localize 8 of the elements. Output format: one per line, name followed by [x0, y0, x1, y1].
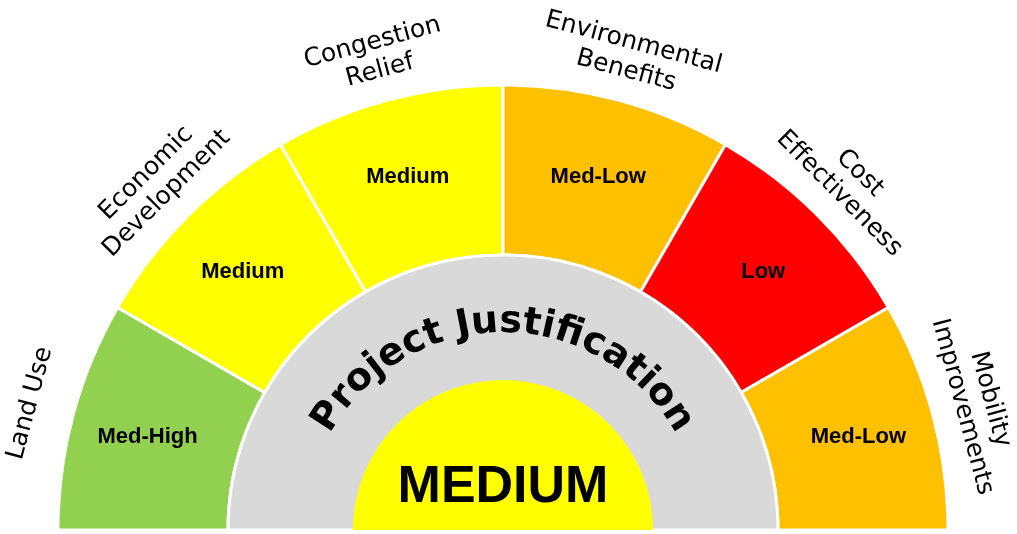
rating-label: Med-High [97, 422, 198, 448]
rating-label: Medium [366, 162, 450, 188]
category-label: Land Use [0, 343, 58, 463]
rating-label: Med-Low [550, 162, 646, 188]
rating-label: Low [741, 257, 786, 283]
rating-label: Medium [201, 257, 285, 283]
rating-label: Med-Low [810, 422, 907, 448]
result-label: MEDIUM [397, 455, 609, 513]
